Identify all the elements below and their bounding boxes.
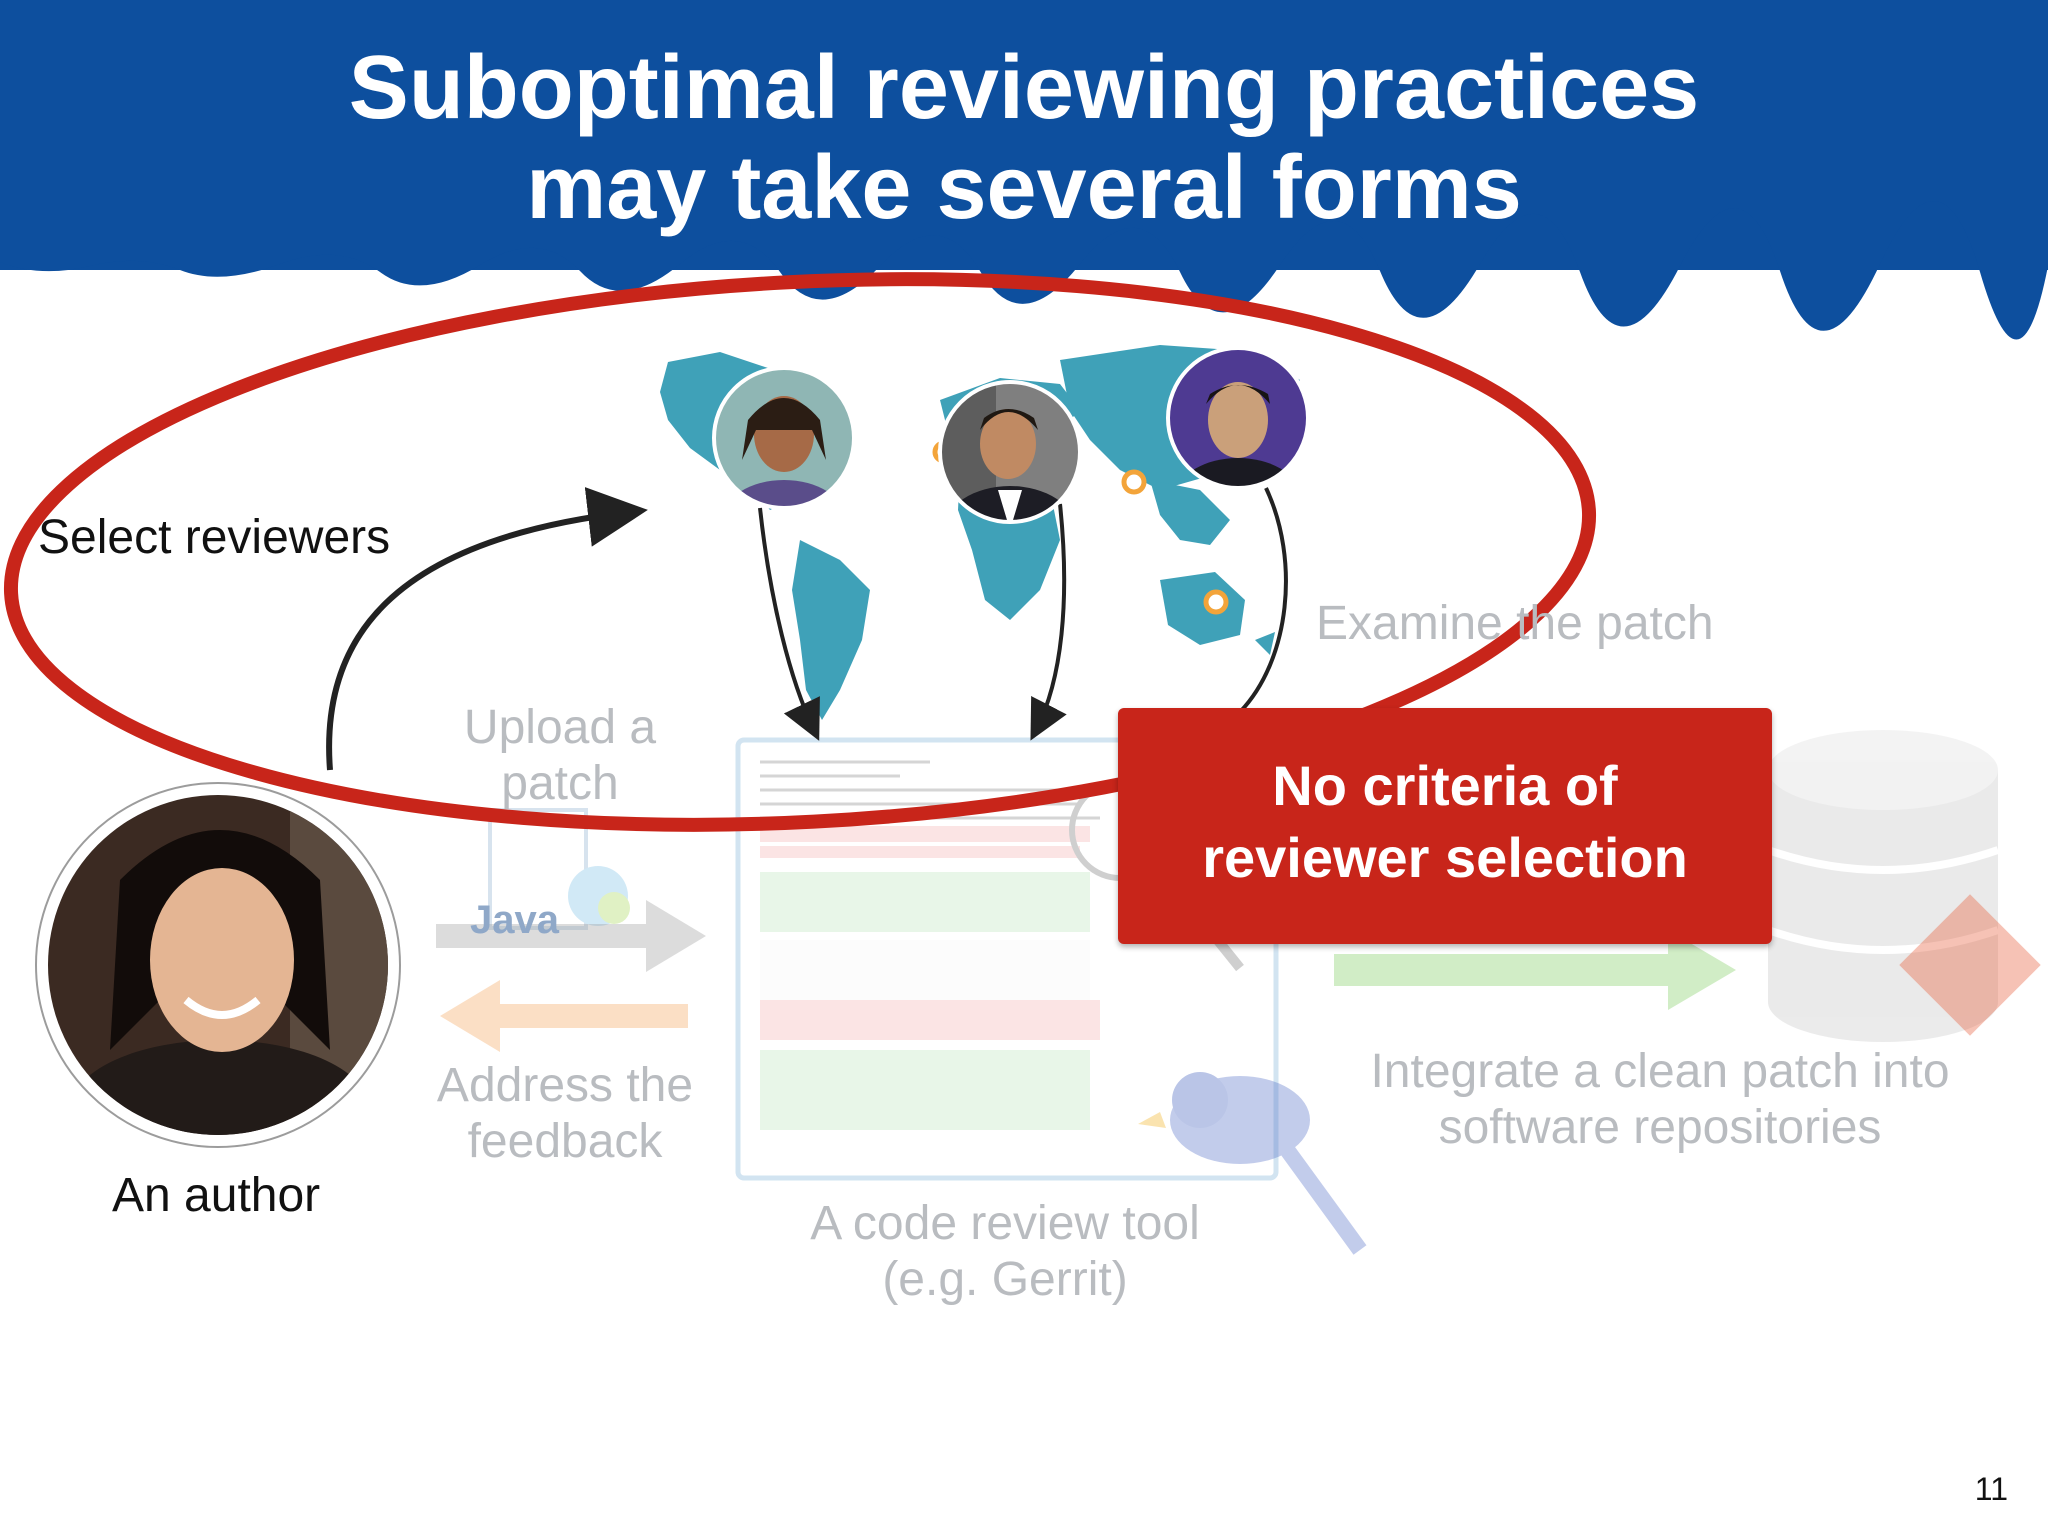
reviewer-1-arrow <box>758 507 820 741</box>
repository-database-icon <box>1766 730 2000 1042</box>
integrate-patch-label: Integrate a clean patch into software re… <box>1360 1044 1960 1156</box>
code-review-tool-line-2: (e.g. Gerrit) <box>882 1253 1128 1306</box>
callout-line-1: No criteria of <box>1272 754 1618 817</box>
code-review-tool-line-1: A code review tool <box>810 1197 1200 1250</box>
reviewer-3-arrow <box>1238 487 1288 714</box>
title-banner: Suboptimal reviewing practices may take … <box>0 0 2048 270</box>
examine-patch-label: Examine the patch <box>1316 597 1714 650</box>
upload-arrow <box>436 900 706 972</box>
slide-title-line-1: Suboptimal reviewing practices <box>348 38 1700 138</box>
gerrit-mascot-icon <box>1138 1072 1367 1255</box>
integrate-arrow <box>1334 930 1736 1010</box>
patch-file-icon <box>488 808 630 930</box>
integrate-patch-line-2: software repositories <box>1438 1101 1882 1154</box>
author-avatar <box>35 782 401 1148</box>
upload-patch-line-1: Upload a <box>463 701 657 754</box>
integrate-patch-line-1: Integrate a clean patch into <box>1370 1045 1950 1098</box>
select-reviewers-label: Select reviewers <box>38 511 391 564</box>
reviewer-2-arrow <box>1030 503 1067 741</box>
git-logo-icon <box>1899 894 2041 1036</box>
select-reviewers-arrow <box>326 487 648 771</box>
author-label: An author <box>112 1169 321 1222</box>
upload-patch-line-2: patch <box>501 757 619 810</box>
page-number: 11 <box>1974 1471 2008 1507</box>
callout-line-2: reviewer selection <box>1202 826 1688 889</box>
reviewer-avatar-1 <box>712 366 856 510</box>
reviewer-avatar-3 <box>1166 346 1310 490</box>
code-review-tool-label: A code review tool (e.g. Gerrit) <box>790 1196 1220 1308</box>
address-feedback-label: Address the feedback <box>420 1058 710 1170</box>
feedback-arrow <box>440 980 688 1052</box>
upload-patch-label: Upload a patch <box>440 700 680 812</box>
banner-torn-edge <box>0 200 2048 340</box>
java-word: Java <box>470 898 559 942</box>
address-feedback-line-2: feedback <box>467 1115 663 1168</box>
slide-title-line-2: may take several forms <box>526 138 1522 238</box>
reviewer-selection-highlight <box>3 272 1597 832</box>
callout-box: No criteria of reviewer selection <box>1118 708 1772 944</box>
address-feedback-line-1: Address the <box>436 1059 694 1112</box>
